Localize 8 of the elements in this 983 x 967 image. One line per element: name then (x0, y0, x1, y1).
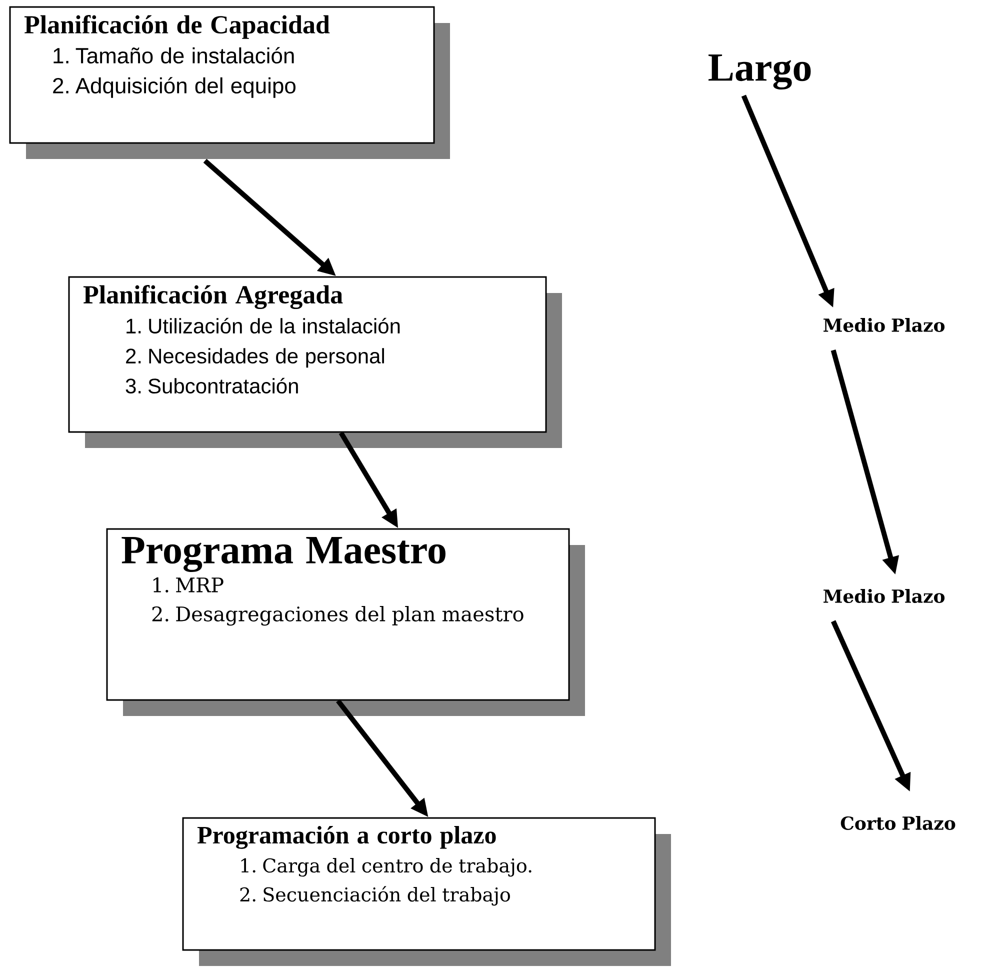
process-box: Programa Maestro 1. MRP 2. Desagregaciones del plan maestro (106, 528, 585, 716)
term-label: Corto Plazo (840, 816, 956, 830)
term-label: Medio Plazo (824, 318, 945, 332)
term-label: Medio Plazo (824, 589, 945, 603)
term-label: Largo (708, 54, 811, 90)
process-box: Programación a corto plazo 1. Carga del centro de trabajo. 2. Secuenciación del trabajo (182, 817, 671, 966)
process-box: Planificación de Capacidad 1. Tamaño de instalación 2. Adquisición del equipo (9, 6, 450, 159)
process-box: Planificación Agregada 1. Utilización de la instalación 2. Necesidades de personal 3. Subcontratación (68, 276, 562, 448)
